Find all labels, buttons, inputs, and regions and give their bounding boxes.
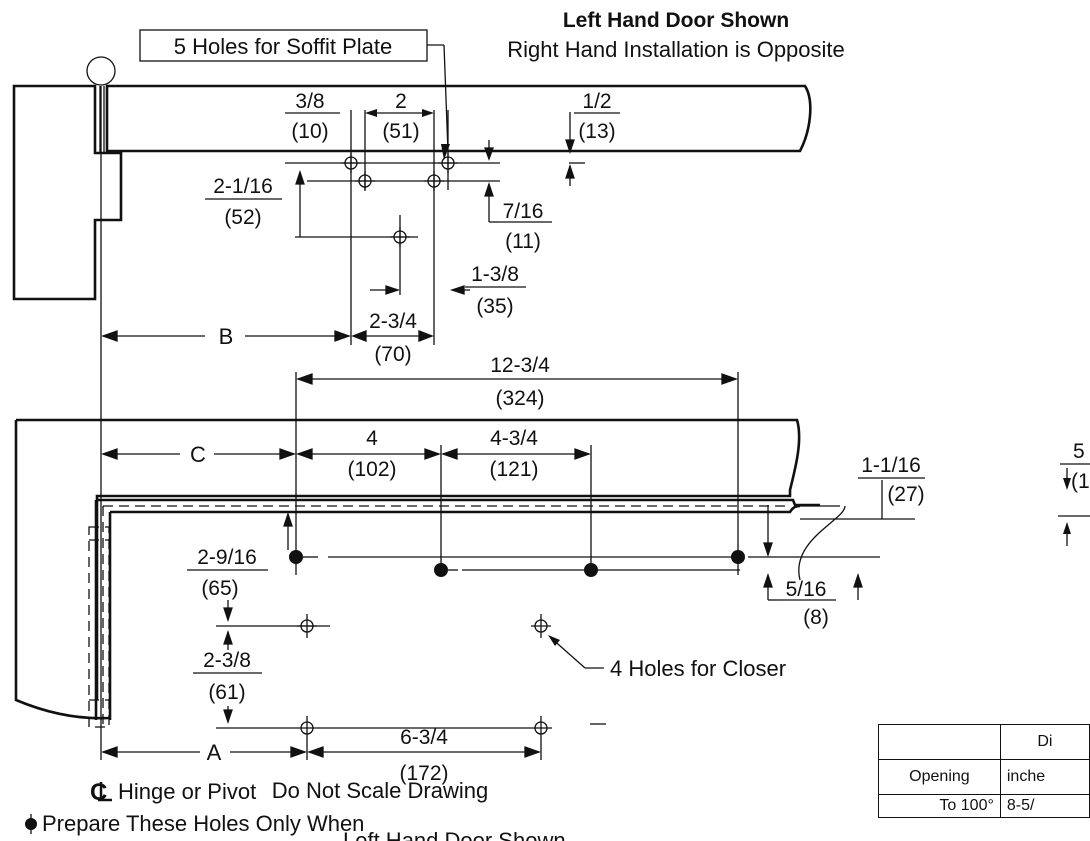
centerline-symbol: C (90, 779, 112, 806)
hinge-pivot-circle (86, 56, 116, 86)
jamb-profile (12, 84, 123, 301)
table-row-opening: To 100° (878, 794, 1001, 818)
dim-4: 4 (366, 427, 378, 450)
dim-line-A (101, 746, 541, 758)
dim-1-2-mm: (13) (578, 120, 615, 143)
dim-2-3-8-mm: (61) (208, 681, 245, 704)
dim-12-3-4-mm: (324) (495, 387, 544, 410)
dim-1-1-16: 1-1/16 (861, 454, 921, 477)
dim-2-3-4-mm: (70) (374, 343, 411, 366)
dim-2-9-16: 2-9/16 (197, 546, 257, 569)
soffit-callout: 5 Holes for Soffit Plate (174, 34, 393, 59)
hinge-pocket (88, 526, 110, 728)
dim-7-16: 7/16 (503, 200, 544, 223)
dim-1-1-16-mm: (27) (887, 483, 924, 506)
closer-hole (534, 716, 548, 760)
right-edge-detail: 5 (1 (1058, 440, 1090, 546)
dim-4-mm: (102) (347, 458, 396, 481)
closer-hole (297, 614, 317, 638)
closer-dot (584, 563, 598, 577)
frame-bottom-view (14, 418, 846, 730)
soffit-leader (443, 44, 449, 153)
prepare-note: Prepare These Holes Only When (42, 811, 364, 836)
table-units-header: inche (999, 759, 1090, 795)
dim-arrows-right (328, 480, 915, 601)
dim-4-3-4: 4-3/4 (490, 427, 538, 450)
dim-6-3-4-mm: (172) (399, 762, 448, 785)
dim-2-1-16-mm: (52) (224, 206, 261, 229)
dim-C: C (190, 442, 206, 467)
dim-6-3-4: 6-3/4 (400, 726, 448, 749)
dim-5-16: 5/16 (786, 578, 827, 601)
dim-2-1-16: 2-1/16 (213, 175, 273, 198)
dim-3-8: 3/8 (295, 90, 324, 113)
title: Left Hand Door Shown (563, 9, 789, 32)
dim-2-3-8: 2-3/8 (203, 649, 251, 672)
dim-line-12-3-4 (295, 372, 739, 575)
closer-dot (289, 550, 303, 564)
dim-2-3-4: 2-3/4 (369, 310, 417, 333)
dim-2-mm: (51) (382, 120, 419, 143)
dim-line-B (101, 330, 434, 342)
table-row-value: 8-5/ (999, 794, 1090, 818)
closer-holes (297, 614, 551, 760)
dim-A: A (207, 740, 222, 765)
dim-1-3-8: 1-3/8 (471, 263, 519, 286)
dim-B: B (219, 324, 234, 349)
header-bar (105, 84, 812, 153)
dim-arrows-left (216, 511, 552, 729)
table-dim-header: Di (999, 724, 1090, 760)
closer-hole (300, 716, 314, 760)
dim-7-16-mm: (11) (505, 230, 541, 253)
dim-12-3-4: 12-3/4 (490, 354, 550, 377)
table-corner-cell (878, 724, 1001, 760)
dim-1-2: 1/2 (582, 90, 611, 113)
closer-dot (434, 563, 448, 577)
edge-dim-mm: (1 (1071, 470, 1090, 493)
subtitle: Right Hand Installation is Opposite (507, 37, 845, 62)
do-not-scale: Do Not Scale Drawing (272, 778, 488, 803)
dim-4-3-4-mm: (121) (489, 458, 538, 481)
frame-top-view (12, 56, 812, 301)
lower-note: Left Hand Door Shown (343, 828, 566, 841)
svg-text:C: C (90, 779, 107, 806)
dim-2-9-16-mm: (65) (201, 577, 238, 600)
dim-5-16-mm: (8) (803, 606, 829, 629)
hinge-label: Hinge or Pivot (118, 779, 256, 804)
dim-2: 2 (395, 90, 407, 113)
dim-3-8-mm: (10) (291, 120, 328, 143)
closer-callout: 4 Holes for Closer (610, 656, 786, 681)
closer-dots (289, 550, 745, 577)
table-opening-header: Opening (878, 759, 1001, 795)
top-extension-lines (285, 110, 585, 345)
edge-dim: 5 (1073, 440, 1085, 463)
dimension-table: Di Opening inche To 100° 8-5/ (878, 724, 1090, 818)
top-dim-arrows (295, 112, 575, 295)
dim-line-C (101, 445, 592, 575)
closer-dot (731, 550, 745, 564)
closer-hole (531, 614, 551, 638)
dim-1-3-8-mm: (35) (476, 295, 513, 318)
